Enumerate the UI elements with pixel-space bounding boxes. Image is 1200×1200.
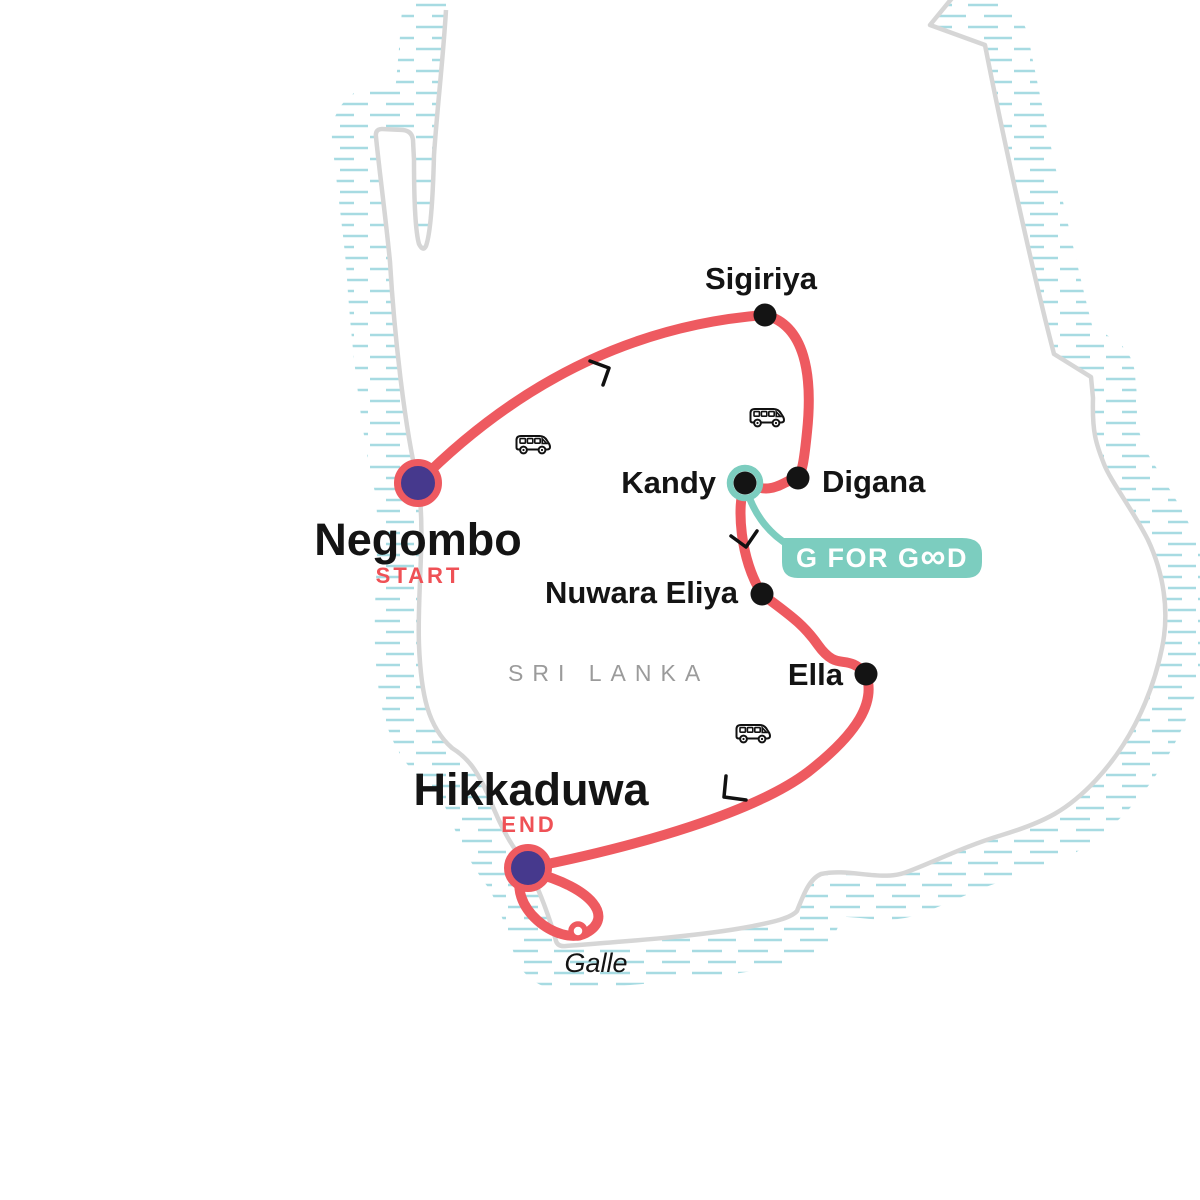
stop-label-ella: Ella (788, 657, 844, 692)
stop-label-digana: Digana (822, 464, 926, 499)
stop-dot-ella (854, 662, 878, 686)
stop-dot-hikkaduwa-end (504, 844, 552, 892)
stop-label-sigiriya: Sigiriya (705, 261, 818, 296)
start-tag: START (376, 563, 463, 588)
stop-label-negombo: Negombo (314, 514, 522, 565)
g-for-good-badge-label: G FOR G∞D (796, 537, 968, 576)
stop-label-hikkaduwa: Hikkaduwa (413, 764, 649, 815)
stop-markers (394, 303, 878, 941)
island-group (331, 0, 1200, 991)
direction-arrow-icon (588, 359, 611, 387)
stop-label-nuwara-eliya: Nuwara Eliya (545, 575, 739, 610)
stop-dot-kandy (733, 471, 757, 495)
stop-dot-galle (568, 921, 588, 941)
direction-arrow-icon (729, 529, 759, 549)
transport-icons (515, 359, 785, 802)
direction-arrow-icon (722, 774, 748, 802)
infinity-icon: ∞ (921, 537, 947, 576)
badge-text-suffix: D (947, 543, 968, 573)
stop-label-galle: Galle (564, 948, 627, 978)
badge-text-prefix: G FOR G (796, 543, 921, 573)
g-for-good-badge (782, 538, 982, 578)
island-coastline (373, 0, 1168, 949)
country-label: SRI LANKA (508, 660, 709, 686)
stop-dot-digana (786, 466, 810, 490)
end-tag: END (501, 812, 556, 837)
stop-dot-sigiriya (753, 303, 777, 327)
stop-labels: Sigiriya Kandy Digana Nuwara Eliya Ella … (314, 261, 926, 978)
stop-dot-nuwara-eliya (750, 582, 774, 606)
island-landmass (375, 0, 1166, 947)
stop-dot-negombo-start (394, 459, 442, 507)
stop-label-kandy: Kandy (621, 465, 717, 500)
